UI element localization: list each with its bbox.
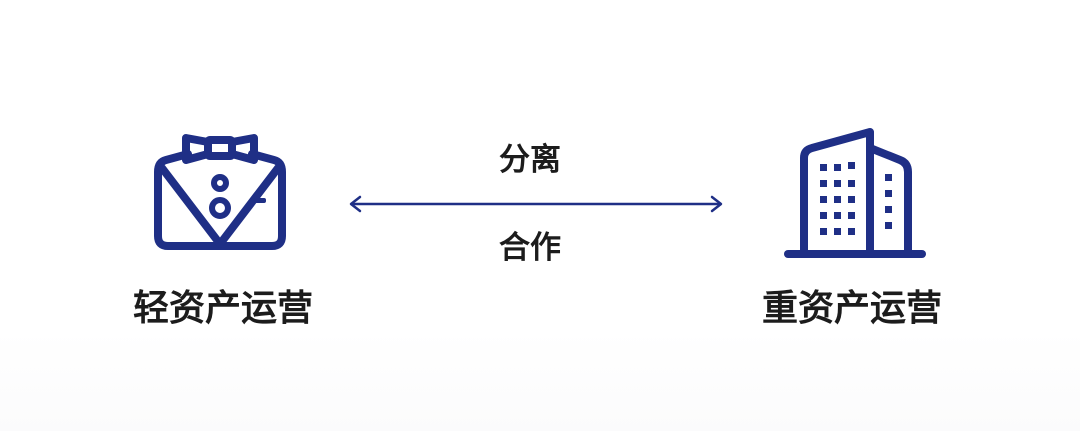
light-asset-operation-label: 轻资产运营 [133, 288, 314, 329]
heavy-asset-operation-label: 重资产运营 [762, 288, 943, 329]
separation-label: 分离 [499, 142, 561, 178]
background-fade [0, 330, 1080, 431]
double-headed-arrow [346, 194, 726, 214]
cooperation-label: 合作 [499, 230, 561, 266]
office-building-icon [782, 126, 928, 260]
tuxedo-icon [150, 126, 290, 254]
